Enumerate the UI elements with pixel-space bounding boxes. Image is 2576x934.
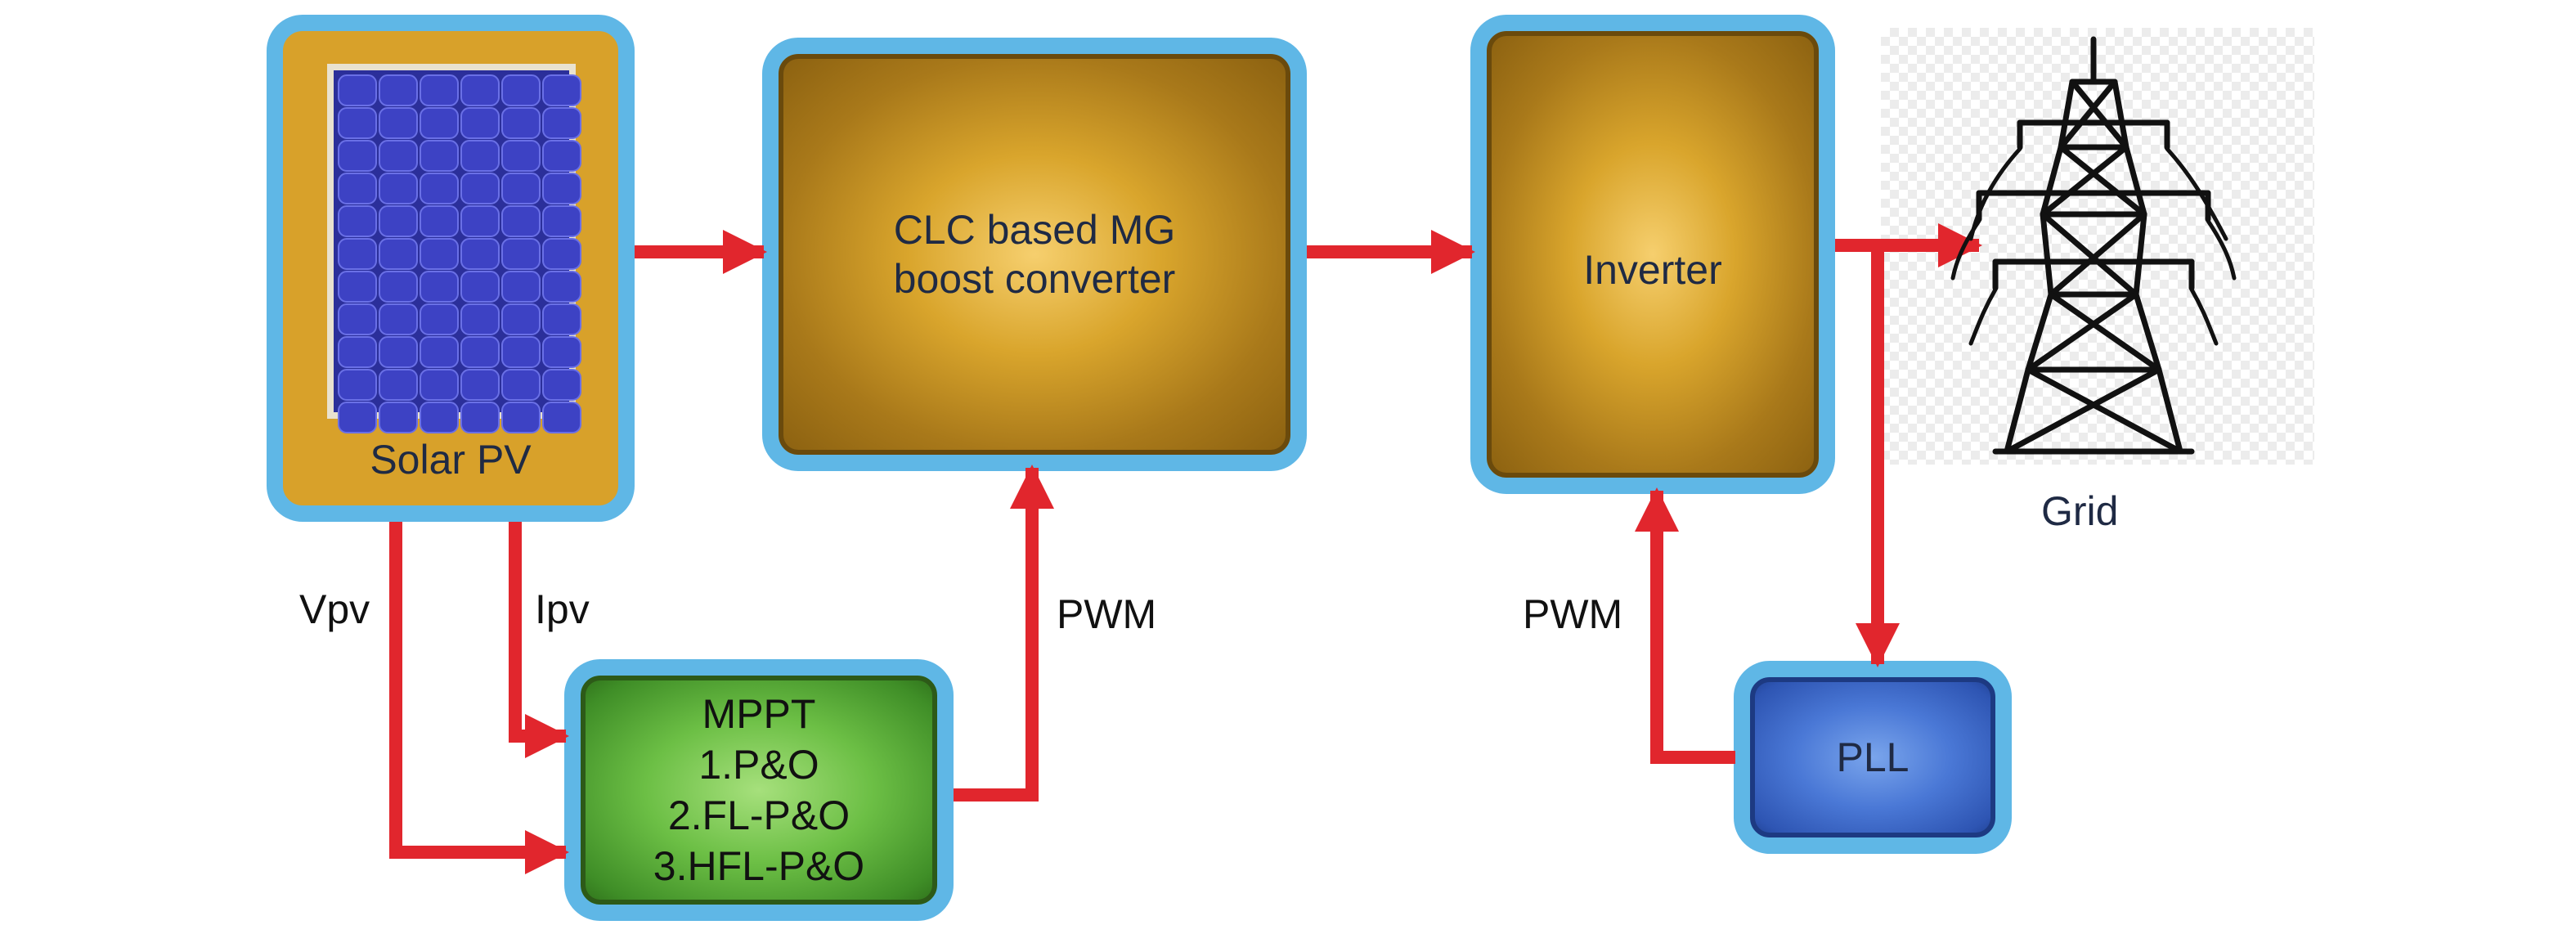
solar-cell [420,140,459,172]
solar-cell [460,107,500,139]
solar-cell [379,140,418,172]
solar-cell [420,74,459,106]
pll-block: PLL [1734,661,2012,854]
solar-cell [338,369,377,401]
solar-cell [460,303,500,335]
mppt-item-2: 2.FL-P&O [667,793,850,838]
solar-cell [379,107,418,139]
solar-cell [338,173,377,204]
arrow-mppt-to-converter [954,465,1054,802]
solar-cell [542,369,581,401]
arrow-ipv-to-mppt [509,522,569,758]
solar-cell [338,74,377,106]
solar-cell [501,369,541,401]
solar-cell [501,402,541,433]
solar-cell [420,238,459,270]
solar-cell [542,238,581,270]
ipv-label: Ipv [535,586,590,632]
solar-cells [338,74,581,433]
solar-cell [501,303,541,335]
signal-arrows [389,223,1982,874]
solar-cell [542,205,581,237]
vpv-label: Vpv [299,586,370,632]
solar-cell [501,205,541,237]
solar-cell [420,303,459,335]
solar-cell [420,336,459,368]
solar-cell [338,402,377,433]
solar-cell [501,173,541,204]
mppt-item-3: 3.HFL-P&O [653,843,865,889]
solar-cell [379,336,418,368]
solar-cell [338,107,377,139]
solar-cell [338,205,377,237]
solar-cell [460,74,500,106]
solar-cell [542,303,581,335]
mppt-block: MPPT 1.P&O 2.FL-P&O 3.HFL-P&O [564,659,954,921]
solar-cell [501,336,541,368]
solar-cell [501,107,541,139]
solar-cell [542,402,581,433]
solar-cell [501,74,541,106]
boost-converter-block: CLC based MG boost converter [762,38,1307,471]
solar-cell [338,271,377,303]
mppt-title: MPPT [702,691,816,737]
inverter-label: Inverter [1583,247,1722,293]
solar-cell [460,271,500,303]
solar-cell [379,173,418,204]
solar-cell [542,336,581,368]
inverter-block: Inverter [1470,15,1835,494]
solar-cell [501,271,541,303]
solar-cell [379,205,418,237]
boost-converter-label-line1: CLC based MG [893,207,1176,253]
solar-cell [460,402,500,433]
solar-cell [460,173,500,204]
grid-label: Grid [2041,488,2119,534]
solar-cell [542,173,581,204]
solar-cell [460,369,500,401]
solar-cell [420,107,459,139]
solar-cell [460,205,500,237]
solar-pv-label: Solar PV [370,437,532,483]
pwm-inverter-label: PWM [1523,591,1623,637]
solar-cell [542,107,581,139]
solar-cell [338,238,377,270]
solar-cell [460,238,500,270]
solar-cell [338,140,377,172]
pwm-converter-label: PWM [1057,591,1157,637]
solar-cell [501,238,541,270]
solar-cell [420,369,459,401]
solar-cell [379,271,418,303]
transmission-tower-icon [1950,36,2237,455]
solar-cell [379,303,418,335]
boost-converter-label-line2: boost converter [893,256,1176,302]
solar-cell [542,271,581,303]
solar-cell [338,336,377,368]
solar-cell [379,74,418,106]
solar-cell [379,238,418,270]
solar-cell [460,140,500,172]
solar-cell [460,336,500,368]
arrow-vpv-to-mppt [389,522,569,874]
solar-cell [501,140,541,172]
solar-cell [420,205,459,237]
solar-cell [379,402,418,433]
solar-cell [338,303,377,335]
solar-cell [542,74,581,106]
arrow-pll-to-inverter [1635,487,1735,764]
mppt-item-1: 1.P&O [698,742,819,788]
pll-label: PLL [1836,734,1910,780]
solar-cell [379,369,418,401]
solar-cell [420,271,459,303]
solar-cell [420,402,459,433]
solar-cell [420,173,459,204]
solar-cell [542,140,581,172]
